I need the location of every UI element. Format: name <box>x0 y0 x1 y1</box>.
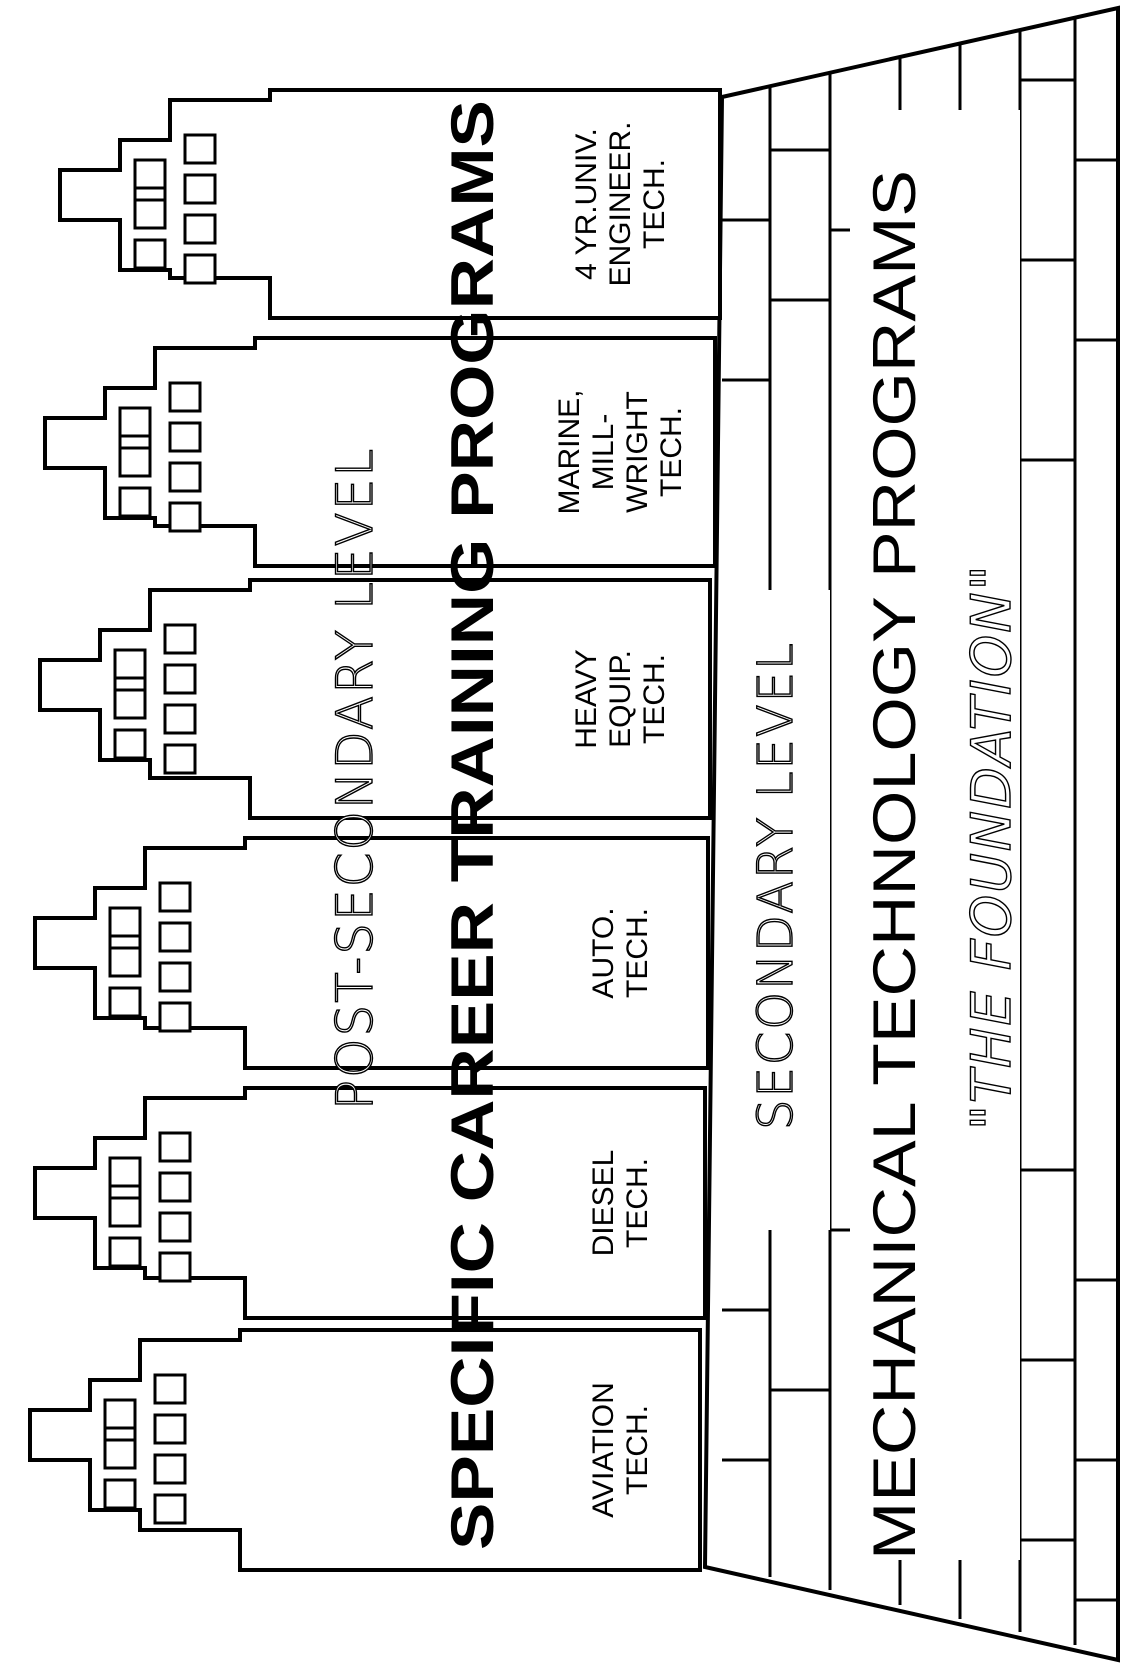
building-outline <box>33 1086 707 1320</box>
building-window <box>118 406 152 438</box>
building-window <box>108 946 142 978</box>
building-window <box>118 486 152 518</box>
program-label: DIESELTECH. <box>587 1150 654 1257</box>
program-label-line: HEAVY <box>570 649 603 748</box>
building-window <box>158 921 192 953</box>
building-window <box>153 1413 187 1445</box>
building-outline <box>58 88 722 320</box>
building-window <box>168 461 202 493</box>
program-label: AUTO.TECH. <box>587 907 654 998</box>
building-window <box>153 1453 187 1485</box>
program-label-line: ENGINEER. <box>604 121 637 286</box>
building-window <box>168 421 202 453</box>
building-window <box>158 881 192 913</box>
building-window <box>133 238 167 270</box>
program-label-line: TECH. <box>621 908 654 998</box>
program-labels: AVIATIONTECH.DIESELTECH.AUTO.TECH.HEAVYE… <box>553 121 688 1517</box>
building-window <box>163 743 197 775</box>
program-label: 4 YR.UNIV.ENGINEER.TECH. <box>570 121 671 286</box>
building-window <box>168 501 202 533</box>
building-window <box>183 253 217 285</box>
program-label: AVIATIONTECH. <box>587 1382 654 1518</box>
building-outline <box>38 578 712 820</box>
buildings-group <box>28 88 722 1572</box>
building-window <box>133 158 167 190</box>
building-window <box>108 1196 142 1228</box>
program-label: HEAVYEQUIP.TECH. <box>570 649 671 748</box>
building-window <box>183 173 217 205</box>
program-label-line: TECH. <box>638 654 671 744</box>
program-label-line: AUTO. <box>587 907 620 998</box>
building-window <box>118 446 152 478</box>
building-window <box>153 1493 187 1525</box>
building-window <box>163 663 197 695</box>
building-window <box>108 1156 142 1188</box>
building-window <box>108 1236 142 1268</box>
post-secondary-level-label: POST-SECONDARY LEVEL <box>326 447 384 1110</box>
program-label-line: TECH. <box>621 1405 654 1495</box>
program-label-line: MILL- <box>587 414 620 491</box>
secondary-level-label: SECONDARY LEVEL <box>748 641 804 1130</box>
program-label-line: EQUIP. <box>604 650 637 748</box>
building-window <box>163 703 197 735</box>
building-window <box>113 648 147 680</box>
building-window <box>153 1373 187 1405</box>
building-window <box>103 1398 137 1430</box>
building-window <box>103 1478 137 1510</box>
program-label-line: MARINE, <box>553 389 586 514</box>
building-window <box>183 213 217 245</box>
program-label-line: AVIATION <box>587 1382 620 1518</box>
building-window <box>113 728 147 760</box>
building-window <box>158 1211 192 1243</box>
building-window <box>133 198 167 230</box>
program-label-line: 4 YR.UNIV. <box>570 128 603 280</box>
building-window <box>158 1131 192 1163</box>
foundation-text-panel <box>850 110 1020 1560</box>
building-window <box>158 1171 192 1203</box>
building-outline <box>43 336 717 568</box>
building-window <box>158 961 192 993</box>
program-label-line: TECH. <box>621 1158 654 1248</box>
program-label-line: TECH. <box>638 159 671 249</box>
foundation-subtitle: "THE FOUNDATION" <box>960 564 1023 1130</box>
foundation-title: MECHANICAL TECHNOLOGY PROGRAMS <box>861 170 928 1560</box>
building-window <box>183 133 217 165</box>
foundation-slab <box>702 5 1120 1663</box>
building-outline <box>33 836 710 1070</box>
program-label: MARINE,MILL-WRIGHTTECH. <box>553 389 688 514</box>
building-window <box>113 688 147 720</box>
building-window <box>108 906 142 938</box>
building-window <box>158 1001 192 1033</box>
building-window <box>108 986 142 1018</box>
program-label-line: TECH. <box>655 407 688 497</box>
secondary-text-panel <box>760 590 830 1230</box>
program-label-line: WRIGHT <box>621 391 654 513</box>
building-window <box>158 1251 192 1283</box>
building-outline <box>28 1328 702 1572</box>
buildings-title: SPECIFIC CAREER TRAINING PROGRAMS <box>439 100 506 1550</box>
building-window <box>168 381 202 413</box>
program-label-line: DIESEL <box>587 1150 620 1257</box>
building-window <box>103 1438 137 1470</box>
building-window <box>163 623 197 655</box>
